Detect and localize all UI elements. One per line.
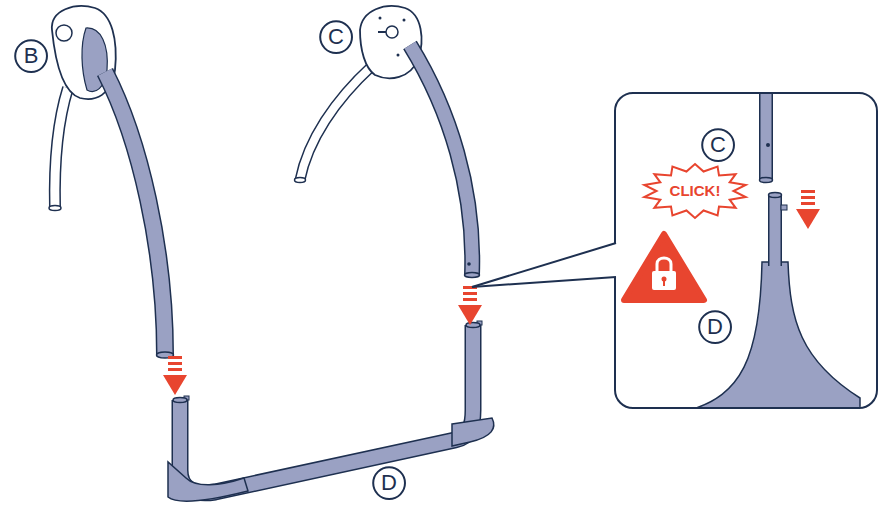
part-letter: D (698, 310, 732, 344)
part-letter: D (372, 466, 406, 500)
part-b (49, 6, 174, 358)
part-d (168, 321, 494, 501)
part-label: D (381, 471, 397, 495)
part-label: B (24, 44, 39, 68)
click-burst: CLICK! (643, 164, 747, 218)
insert-arrow (458, 286, 482, 325)
insert-arrow (163, 356, 187, 395)
part-label: C (710, 133, 726, 157)
letter-circle (320, 21, 352, 53)
letter-circle (702, 129, 734, 161)
burst-shape (644, 164, 745, 218)
part-letter: C (701, 128, 735, 162)
letter-circle (15, 40, 47, 72)
detail-inset (472, 93, 877, 410)
part-c (295, 6, 480, 277)
sound-text: CLICK! (670, 183, 721, 200)
letter-circle (373, 467, 405, 499)
part-label: D (707, 315, 723, 339)
lock-icon (624, 234, 704, 300)
part-label: C (328, 25, 344, 49)
part-letter: C (319, 20, 353, 54)
letter-circle (699, 311, 731, 343)
part-letter: B (14, 39, 48, 73)
